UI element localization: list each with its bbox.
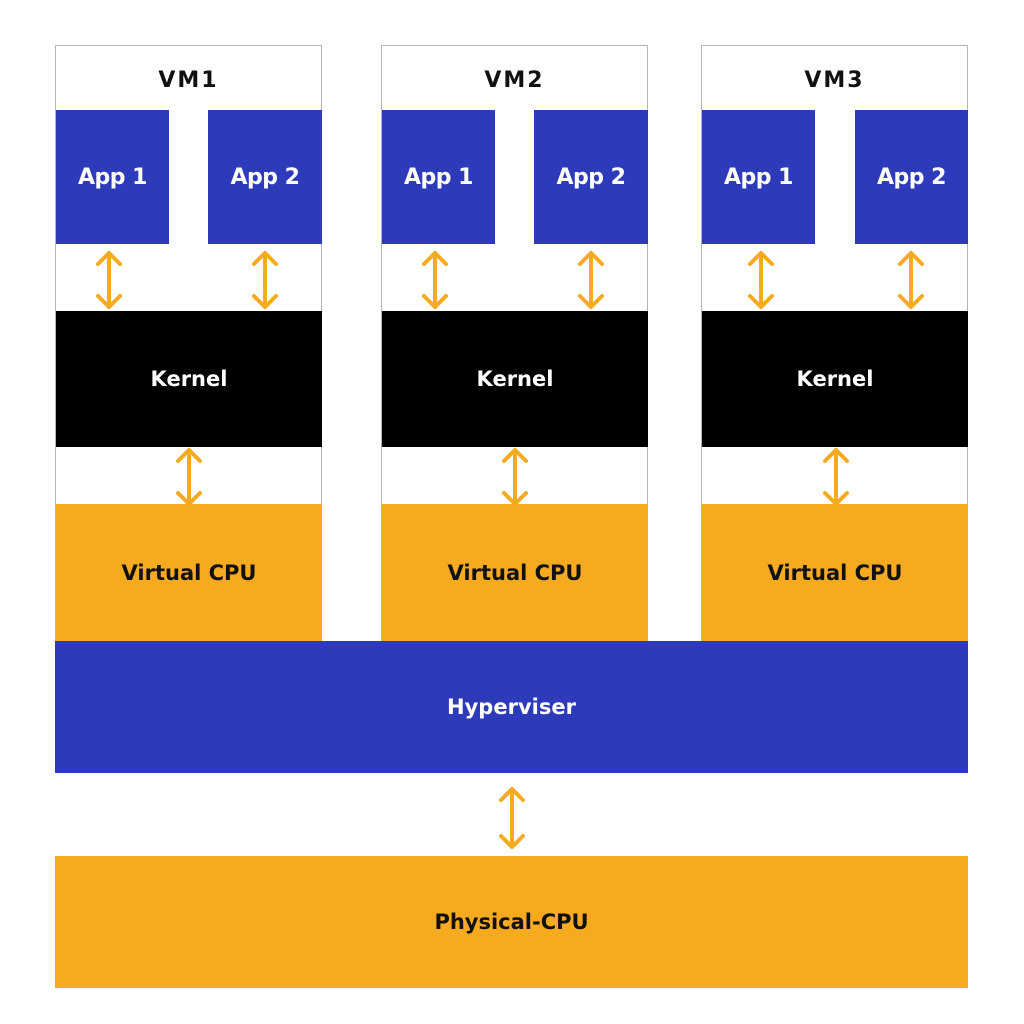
double-arrow-vertical-icon [823,448,849,506]
vm1-app1: App 1 [56,110,169,244]
double-arrow-vertical-icon [96,251,122,309]
double-arrow-vertical-icon [898,251,924,309]
vm2-app1: App 1 [382,110,495,244]
double-arrow-vertical-icon [252,251,278,309]
physical-cpu-layer: Physical-CPU [55,856,968,988]
double-arrow-vertical-icon [502,448,528,506]
double-arrow-vertical-icon [748,251,774,309]
vm2-kernel: Kernel [382,311,648,447]
double-arrow-vertical-icon [176,448,202,506]
vm2-container: VM2 App 1 App 2 Kernel Virtual CPU [381,45,648,642]
vm3-app1: App 1 [702,110,815,244]
vm3-kernel: Kernel [702,311,968,447]
vm3-title: VM3 [804,68,865,93]
vm1-kernel: Kernel [56,311,322,447]
vm3-app2: App 2 [855,110,968,244]
vm3-virtual-cpu: Virtual CPU [702,504,968,642]
double-arrow-vertical-icon [499,787,525,849]
hypervisor-layer: Hyperviser [55,641,968,773]
vm2-title: VM2 [484,68,545,93]
vm1-container: VM1 App 1 App 2 Kernel Virtual CPU [55,45,322,642]
vm2-app2: App 2 [534,110,648,244]
vm1-title: VM1 [158,68,219,93]
double-arrow-vertical-icon [578,251,604,309]
vm1-virtual-cpu: Virtual CPU [56,504,322,642]
vm3-container: VM3 App 1 App 2 Kernel Virtual CPU [701,45,968,642]
vm1-app2: App 2 [208,110,322,244]
double-arrow-vertical-icon [422,251,448,309]
vm2-virtual-cpu: Virtual CPU [382,504,648,642]
